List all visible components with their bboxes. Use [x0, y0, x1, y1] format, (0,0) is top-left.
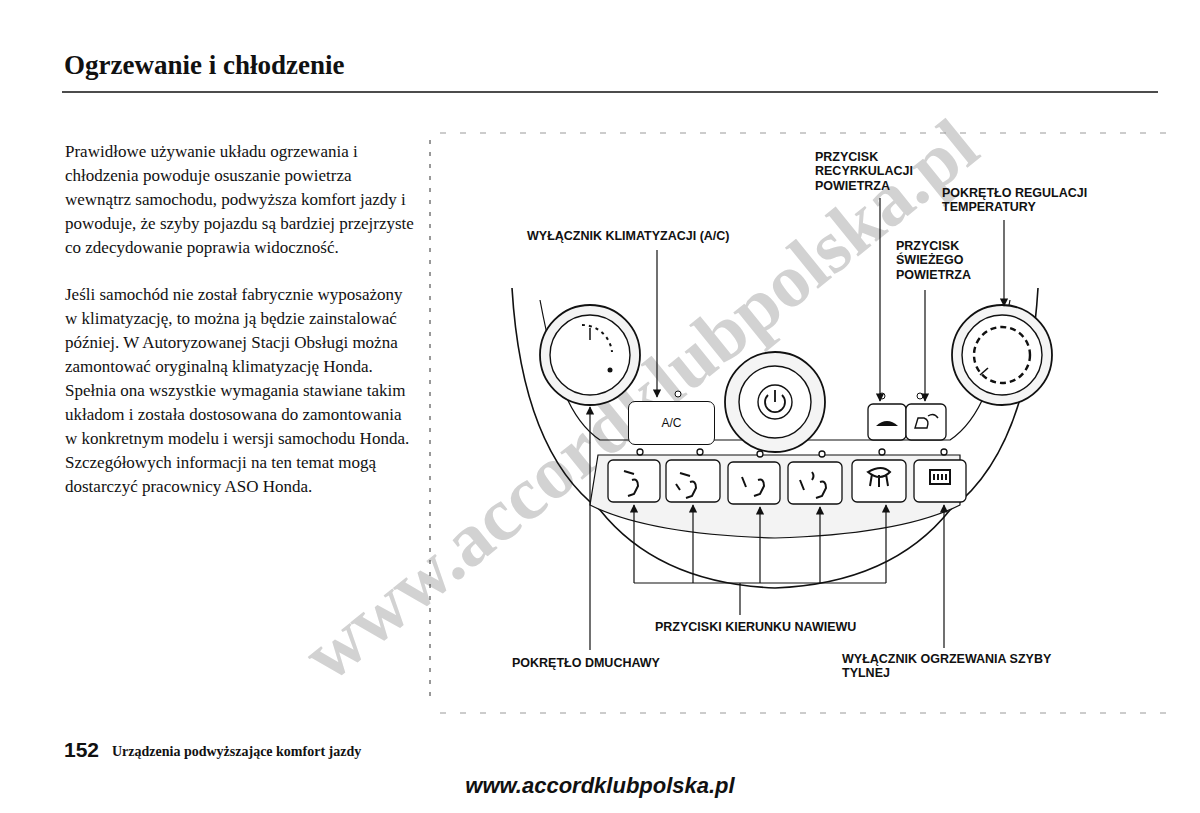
body-paragraph: Jeśli samochód nie został fabrycznie wyp… — [65, 283, 415, 499]
button-label: A/C — [661, 416, 681, 430]
callout-label: WYŁĄCZNIK OGRZEWANIA SZYBY TYLNEJ — [842, 652, 1082, 681]
callout-label: WYŁĄCZNIK KLIMATYZACJI (A/C) — [527, 229, 817, 243]
callout-label: POKRĘTŁO REGULACJI TEMPERATURY — [942, 186, 1102, 215]
callout-label: PRZYCISK ŚWIEŻEGO POWIETRZA — [896, 239, 986, 282]
ac-button: A/C — [628, 401, 715, 445]
body-paragraph: Prawidłowe używanie układu ogrzewania i … — [65, 140, 415, 260]
website-footer: www.accordklubpolska.pl — [440, 773, 760, 799]
callout-label: PRZYCISKI KIERUNKU NAWIEWU — [655, 620, 915, 634]
callout-label: PRZYCISK RECYRKULACJI POWIETRZA — [815, 150, 915, 193]
page-title: Ogrzewanie i chłodzenie — [64, 50, 344, 81]
callout-label: POKRĘTŁO DMUCHAWY — [512, 656, 712, 670]
section-footer: Urządzenia podwyższające komfort jazdy — [112, 744, 472, 760]
